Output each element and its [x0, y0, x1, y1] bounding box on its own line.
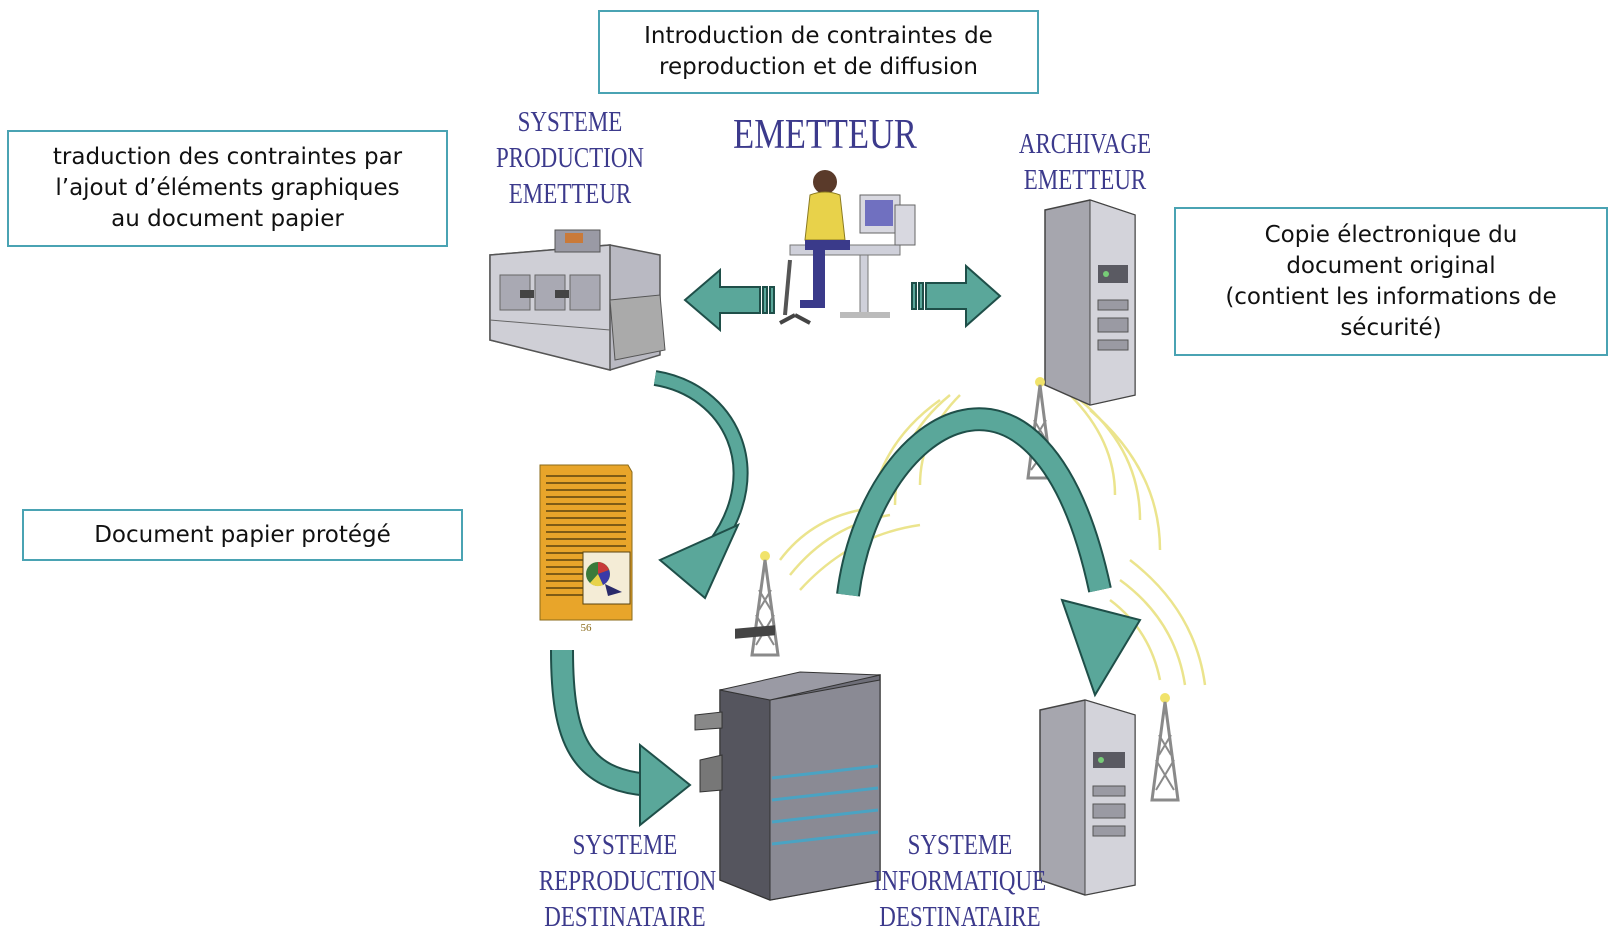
archivage-label: ARCHIVAGE EMETTEUR	[1018, 129, 1152, 196]
protected-paper-box: Document papier protégé	[22, 509, 463, 561]
protected-document-image	[539, 464, 633, 621]
production-printer-image	[489, 229, 666, 371]
electronic-copy-box: Copie électronique du document original …	[1174, 207, 1608, 356]
systeme-reproduction-label: SYSTEME REPRODUCTION DESTINATAIRE	[538, 830, 717, 933]
radio-waves-right	[1109, 559, 1207, 686]
constraints-introduction-box: Introduction de contraintes de reproduct…	[598, 10, 1039, 94]
arrow-archive-to-destination	[836, 407, 1142, 698]
systeme-production-label: SYSTEME PRODUCTION EMETTEUR	[496, 107, 644, 210]
radio-waves-top	[868, 394, 1162, 551]
emetteur-person-image	[779, 170, 916, 325]
arrow-printer-to-document	[653, 370, 749, 600]
document-page-number: 56	[581, 622, 593, 634]
arrow-document-to-copier	[550, 649, 692, 828]
copier-image	[694, 625, 881, 901]
arrow-to-production	[683, 267, 775, 333]
antenna-tower-left	[750, 551, 780, 657]
emetteur-label: EMETTEUR	[733, 112, 917, 158]
constraints-translation-box: traduction des contraintes par l’ajout d…	[7, 130, 448, 247]
antenna-tower-right	[1150, 693, 1180, 802]
destination-server-image	[1039, 699, 1136, 896]
arrow-to-archive	[911, 263, 1002, 329]
systeme-informatique-label: SYSTEME INFORMATIQUE DESTINATAIRE	[873, 830, 1047, 933]
archive-server-image	[1044, 199, 1136, 406]
